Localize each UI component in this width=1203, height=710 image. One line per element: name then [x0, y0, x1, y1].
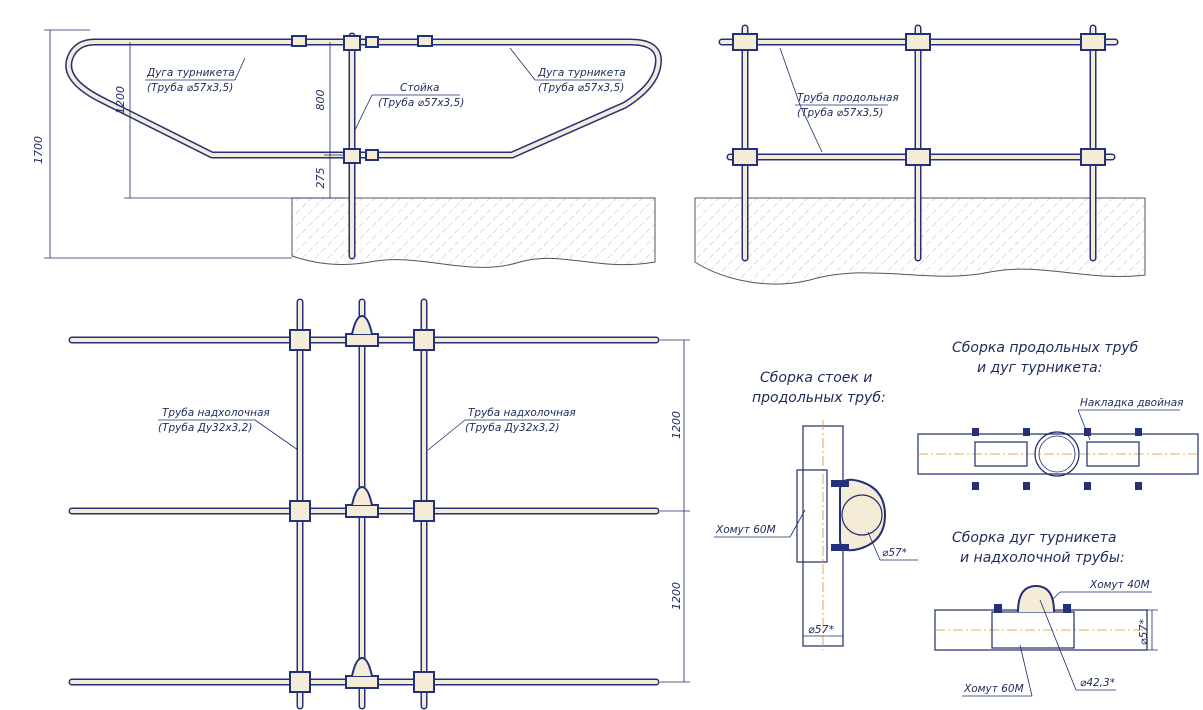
- longitudinal-label: Труба продольная: [797, 92, 899, 104]
- arc-left-spec: (Труба ⌀57х3,5): [147, 82, 233, 94]
- detail-arcs-clamp40-label: Хомут 40М: [1089, 579, 1150, 591]
- detail-arcs-clamp60-label: Хомут 60М: [963, 683, 1024, 695]
- plan-pipe-right-spec: (Труба Ду32х3,2): [465, 422, 559, 434]
- front-view: 1700 1200 800 275 Дуга турникета (Труба …: [32, 29, 662, 268]
- plan-dim-bottom: 1200: [670, 582, 683, 610]
- plan-pipe-left-spec: (Труба Ду32х3,2): [158, 422, 252, 434]
- detail-posts-title-1: Сборка стоек и: [760, 370, 872, 386]
- post-spec: (Труба ⌀57х3,5): [378, 97, 464, 109]
- side-view: Труба продольная (Труба ⌀57х3,5): [694, 24, 1146, 285]
- plan-view: 1200 1200 Труба надхолочная (Труба Ду32х…: [68, 298, 690, 710]
- detail-arcs-pipe-dim: ⌀57*: [1137, 618, 1150, 645]
- plan-pipe-right-label: Труба надхолочная: [468, 407, 576, 419]
- arc-right-label: Дуга турникета: [537, 67, 626, 79]
- detail-posts-title-2: продольных труб:: [752, 390, 886, 406]
- detail-arcs-diameter: ⌀42,3*: [1080, 677, 1115, 689]
- clamp: [343, 35, 361, 51]
- detail-posts-clamp-label: Хомут 60М: [715, 524, 776, 536]
- dim-total: 1700: [32, 136, 45, 164]
- detail-long-title-2: и дуг турникета:: [977, 360, 1102, 376]
- detail-long-title-1: Сборка продольных труб: [952, 340, 1139, 356]
- dim-upper-span: 800: [314, 90, 327, 111]
- post-label: Стойка: [400, 82, 439, 94]
- plan-pipe-left-label: Труба надхолочная: [162, 407, 270, 419]
- dim-lower-span: 275: [314, 168, 327, 189]
- detail-posts-longitudinal: Сборка стоек и продольных труб: ⌀57* Хом…: [714, 370, 918, 650]
- detail-longitudinal-arcs: Сборка продольных труб и дуг турникета: …: [917, 340, 1199, 490]
- ground-front: [291, 197, 656, 268]
- detail-posts-diameter: ⌀57*: [882, 547, 907, 559]
- plan-dim-top: 1200: [670, 411, 683, 439]
- detail-long-plate-label: Накладка двойная: [1080, 397, 1184, 409]
- arc-left-label: Дуга турникета: [146, 67, 235, 79]
- arc-right-spec: (Труба ⌀57х3,5): [538, 82, 624, 94]
- detail-arcs-rail: Сборка дуг турникета и надхолочной трубы…: [934, 530, 1158, 697]
- longitudinal-spec: (Труба ⌀57х3,5): [797, 107, 883, 119]
- detail-posts-pipe-dim: ⌀57*: [808, 623, 835, 636]
- dim-arc-height: 1200: [114, 86, 127, 114]
- turnstile-arc-pipe: [65, 38, 662, 159]
- detail-arcs-title-2: и надхолочной трубы:: [960, 550, 1125, 566]
- detail-arcs-title-1: Сборка дуг турникета: [952, 530, 1117, 546]
